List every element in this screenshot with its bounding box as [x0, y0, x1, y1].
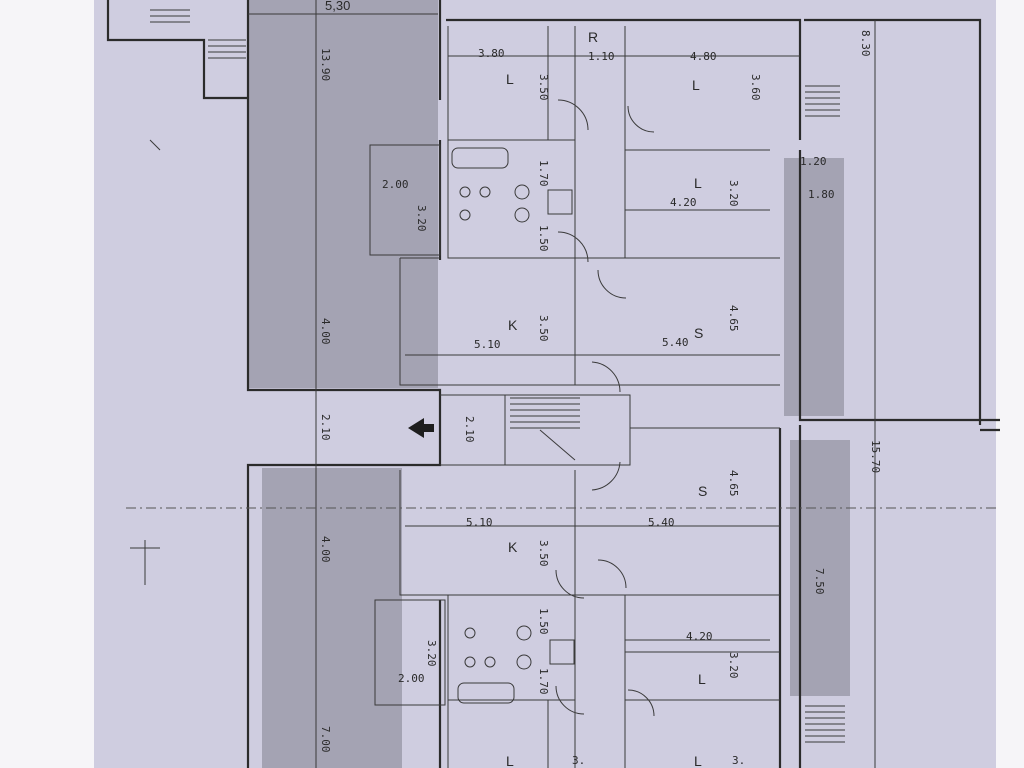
dim-closet-depth: 3.20	[415, 205, 428, 232]
dim-room-l3-depth: 3.20	[727, 180, 740, 207]
dim-overall-width: 5,30	[325, 0, 350, 13]
room-label-living-bottom: S	[698, 483, 707, 499]
room-label-kitchen-bottom: K	[508, 539, 518, 555]
dim-left-depth: 13.90	[319, 48, 332, 81]
dim-room-l3-width: 4.20	[670, 196, 697, 209]
dim-left-band-bottom: 4.00	[319, 536, 332, 563]
dim-stair-gap: 2.10	[319, 414, 332, 441]
dim-bath-depth-upper-bottom: 1.50	[537, 608, 550, 635]
dim-living-depth-bottom: 4.65	[727, 470, 740, 497]
dim-room-l-depth-bottom: 3.20	[727, 652, 740, 679]
dim-room-l1-depth: 3.50	[537, 74, 550, 101]
dim-kitchen-width-bottom: 5.10	[466, 516, 493, 529]
dim-left-depth-bottom: 7.00	[319, 726, 332, 753]
room-label-bedroom-1: L	[506, 71, 514, 87]
dim-bath-depth-bottom: 1.70	[537, 668, 550, 695]
dim-bath-depth: 1.70	[537, 160, 550, 187]
dim-room-l2-width: 4.80	[690, 50, 717, 63]
dim-right-depth: 8.30	[859, 30, 872, 57]
dim-living-width: 5.40	[662, 336, 689, 349]
dim-kitchen-depth-bottom: 3.50	[537, 540, 550, 567]
dim-living-width-bottom: 5.40	[648, 516, 675, 529]
dim-closet-width-bottom: 2.00	[398, 672, 425, 685]
dimension-lines	[126, 0, 1000, 768]
dim-room-l1-width: 3.80	[478, 47, 505, 60]
dim-closet-width: 2.00	[382, 178, 409, 191]
dim-room-l-width-bottom: 4.20	[686, 630, 713, 643]
dim-living-depth: 4.65	[727, 305, 740, 332]
room-label-bedroom-bottom: L	[698, 671, 706, 687]
bottom-unit-labels: 4.65 5.10 5.40 3.50 4.00 7.50 1.50 3.20 …	[319, 470, 826, 768]
dim-kitchen-width: 5.10	[474, 338, 501, 351]
dim-closet-depth-bottom: 3.20	[425, 640, 438, 667]
room-label-storage: R	[588, 29, 598, 45]
room-label-kitchen: K	[508, 317, 518, 333]
walls	[106, 0, 1000, 768]
dim-kitchen-depth: 3.50	[537, 315, 550, 342]
dim-stair-gap-inner: 2.10	[463, 416, 476, 443]
dim-room-l2-depth: 3.60	[749, 74, 762, 101]
plan-sheet	[94, 0, 996, 768]
room-label-bedroom-3: L	[694, 175, 702, 191]
dim-bath-depth-lower: 1.50	[537, 225, 550, 252]
top-unit-labels: 5,30 13.90 8.30 3.80 3.50 1.10 4.80 3.60…	[319, 0, 872, 351]
mid-labels: 2.10 2.10 15.70	[319, 414, 882, 473]
room-label-bedroom-2: L	[692, 77, 700, 93]
room-label-bedroom-bottom-3: L	[694, 753, 702, 768]
dim-partial-b: 3.	[732, 754, 745, 767]
entrance-arrow-icon	[408, 418, 434, 438]
dim-partial-a: 3.	[572, 754, 585, 767]
dim-storage-width: 1.10	[588, 50, 615, 63]
dim-balcony-depth: 7.50	[813, 568, 826, 595]
dim-left-band: 4.00	[319, 318, 332, 345]
dim-side-small-b: 1.80	[808, 188, 835, 201]
room-label-bedroom-bottom-2: L	[506, 753, 514, 768]
dim-side-small-a: 1.20	[800, 155, 827, 168]
dim-right-total: 15.70	[869, 440, 882, 473]
room-label-living: S	[694, 325, 703, 341]
hatched-terraces	[248, 0, 850, 768]
